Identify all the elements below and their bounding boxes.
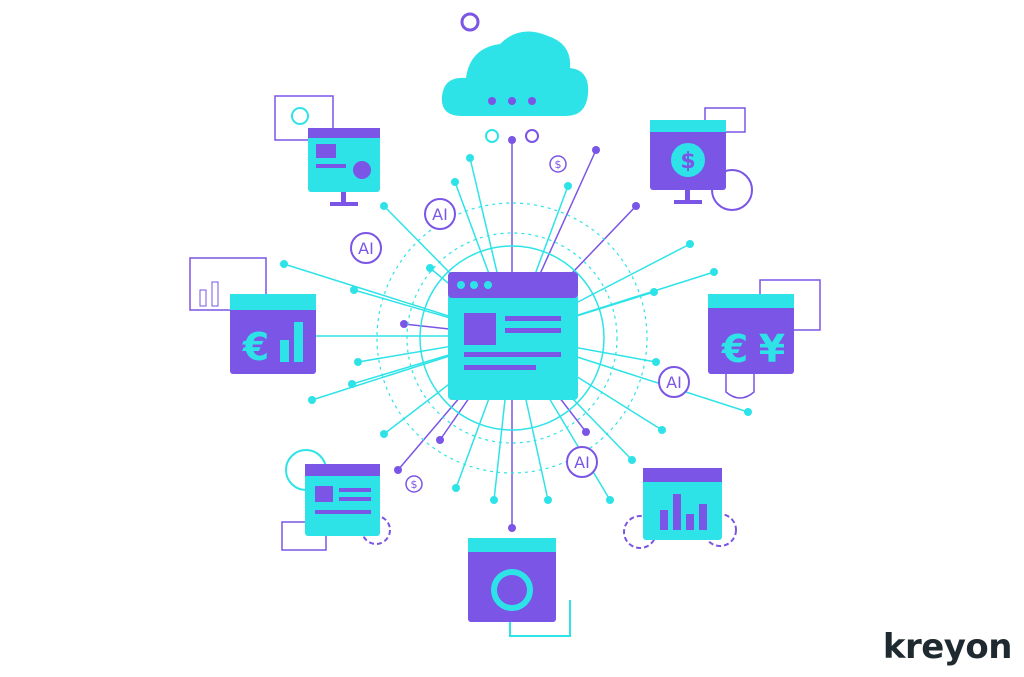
connection-node — [508, 524, 516, 532]
euro-chart-window: € — [189, 257, 316, 374]
connection-node — [508, 136, 516, 144]
dollar-monitor: $ — [650, 107, 753, 211]
coins: $$ — [405, 155, 567, 493]
connection-node — [466, 154, 474, 162]
ai-badge-label: AI — [432, 205, 448, 224]
central-browser-window — [448, 272, 578, 400]
connection-node — [451, 178, 459, 186]
connection-node — [592, 146, 600, 154]
coin-icon — [405, 475, 423, 493]
dashed-ring — [376, 202, 648, 474]
connection-node — [658, 426, 666, 434]
connection-node — [308, 396, 316, 404]
connection-node — [544, 496, 552, 504]
connection-node — [632, 202, 640, 210]
ai-badge-circle — [658, 366, 690, 398]
connection-node — [452, 484, 460, 492]
connection-node — [426, 264, 434, 272]
ai-badge-label: AI — [574, 453, 590, 472]
connection-node — [652, 358, 660, 366]
ai-badge-circle — [566, 446, 598, 478]
connection-node — [710, 268, 718, 276]
currency-exchange-window: € ¥ — [708, 279, 821, 399]
ai-badge-label: AI — [358, 239, 374, 258]
connection-node — [380, 430, 388, 438]
kreyon-logo: kreyon — [882, 627, 1013, 667]
connection-node — [744, 408, 752, 416]
connection-node — [582, 428, 590, 436]
euro-symbol: € — [721, 327, 748, 371]
ai-badge-circle — [350, 232, 382, 264]
euro-symbol: € — [242, 325, 269, 369]
connection-node — [686, 240, 694, 248]
bar-chart-window — [623, 468, 737, 549]
yen-symbol: ¥ — [759, 327, 785, 371]
connection-node — [628, 456, 636, 464]
connection-node — [380, 202, 388, 210]
ring — [419, 245, 605, 431]
connection-node — [564, 182, 572, 190]
connection-node — [394, 466, 402, 474]
ai-badges: AI AI AI AI — [350, 198, 690, 478]
connection-node — [280, 260, 288, 268]
coin-symbol: $ — [411, 478, 418, 491]
coin-symbol: $ — [555, 158, 562, 171]
connection-node — [490, 496, 498, 504]
connection-node — [436, 436, 444, 444]
connection-node — [400, 320, 408, 328]
dollar-symbol: $ — [680, 149, 695, 174]
ai-badge-circle — [424, 198, 456, 230]
dashboard-monitor — [274, 95, 380, 206]
target-window — [468, 538, 571, 637]
dashed-ring — [406, 232, 618, 444]
coin-icon — [549, 155, 567, 173]
document-window — [281, 449, 391, 551]
connection-node — [606, 496, 614, 504]
connection-node — [354, 358, 362, 366]
connection-node — [350, 286, 358, 294]
cloud-icon — [441, 12, 589, 143]
ai-badge-label: AI — [666, 373, 682, 392]
